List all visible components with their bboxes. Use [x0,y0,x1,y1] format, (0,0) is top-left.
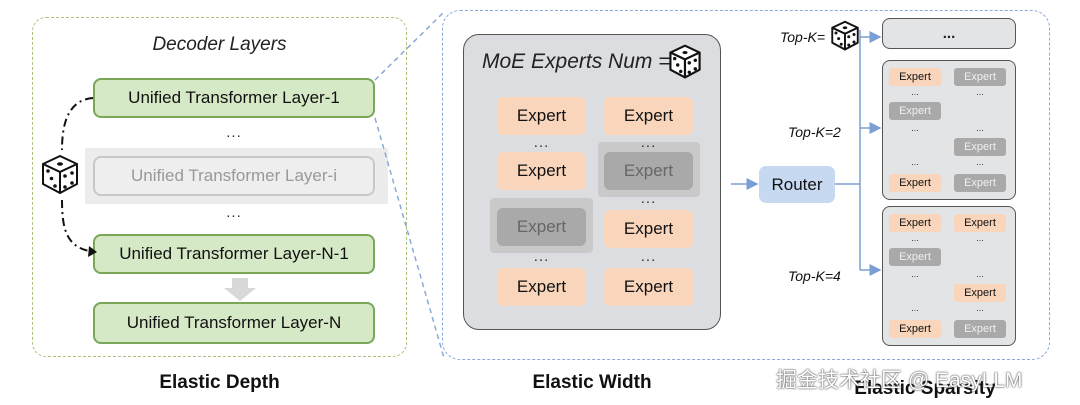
expert-ellipsis-r1: ... [640,134,657,151]
layer-n-label: Unified Transformer Layer-N [126,313,342,332]
expert-l1: Expert [497,97,586,135]
topk4-expert-a3: Expert [889,320,941,338]
layer-ellipsis-1: ... [226,124,242,141]
topk4-expert-a2: Expert [889,248,941,266]
expert-ellipsis-l3: ... [533,248,550,265]
expert-l3-disabled: Expert [497,208,586,246]
expert-ellipsis-r2: ... [640,190,657,207]
topk2-expert-b1: Expert [954,68,1006,86]
topk4-expert-b3: Expert [954,320,1006,338]
expert-ellipsis-r3: ... [640,248,657,265]
expert-l4: Expert [497,268,586,306]
topk-dice-box: ... [882,18,1016,49]
down-arrow-icon [224,278,256,301]
topk4-ellipsis-a1: ... [911,233,919,243]
expert-l2: Expert [497,152,586,190]
watermark: 掘金技术社区 @ EasyLLM [776,369,1023,392]
moe-experts-num-label: MoE Experts Num = [482,50,671,73]
dice-icon [42,155,78,194]
topk2-ellipsis-a2: ... [911,123,919,133]
elastic-depth-panel [32,17,407,357]
layer-n-1: Unified Transformer Layer-N-1 [93,234,375,274]
topk2-ellipsis-b1: ... [976,87,984,97]
topk4-ellipsis-b1: ... [976,233,984,243]
topk2-expert-b2: Expert [954,138,1006,156]
topk-dice-label: Top-K= [780,29,826,45]
expert-r3: Expert [604,210,693,248]
elastic-depth-title: Elastic Depth [159,372,280,393]
topk-dice-icon [831,20,859,51]
layer-i-skipped: Unified Transformer Layer-i [93,156,375,196]
elastic-width-title: Elastic Width [532,372,652,393]
layer-1: Unified Transformer Layer-1 [93,78,375,118]
topk2-ellipsis-b3: ... [976,157,984,167]
expert-r2-disabled: Expert [604,152,693,190]
topk2-ellipsis-b2: ... [976,123,984,133]
layer-n-1-label: Unified Transformer Layer-N-1 [119,244,349,263]
moe-dice-icon [669,44,701,79]
decoder-layers-header: Decoder Layers [152,34,287,55]
topk4-ellipsis-a3: ... [911,303,919,313]
expert-r4: Expert [604,268,693,306]
topk2-expert-a1: Expert [889,68,941,86]
layer-i-label: Unified Transformer Layer-i [131,166,337,185]
topk-2-label: Top-K=2 [788,124,841,140]
topk4-ellipsis-b3: ... [976,303,984,313]
expert-r1: Expert [604,97,693,135]
topk-4-label: Top-K=4 [788,268,841,284]
topk2-ellipsis-a3: ... [911,157,919,167]
topk2-expert-a3: Expert [889,174,941,192]
topk4-ellipsis-a2: ... [911,269,919,279]
topk2-expert-b3: Expert [954,174,1006,192]
router-box: Router [759,166,835,203]
topk2-ellipsis-a1: ... [911,87,919,97]
expert-ellipsis-l1: ... [533,134,550,151]
elastic-width-sparsity-panel [442,10,1050,360]
layer-1-label: Unified Transformer Layer-1 [128,88,340,107]
layer-ellipsis-2: ... [226,204,242,221]
topk4-expert-b2: Expert [954,284,1006,302]
topk4-expert-b1: Expert [954,214,1006,232]
topk4-ellipsis-b2: ... [976,269,984,279]
elastic-sparsity-title: Elastic Sparsity [854,378,996,399]
skip-connection-arc [61,97,97,257]
layer-n: Unified Transformer Layer-N [93,302,375,344]
topk2-expert-a2: Expert [889,102,941,120]
topk4-expert-a1: Expert [889,214,941,232]
